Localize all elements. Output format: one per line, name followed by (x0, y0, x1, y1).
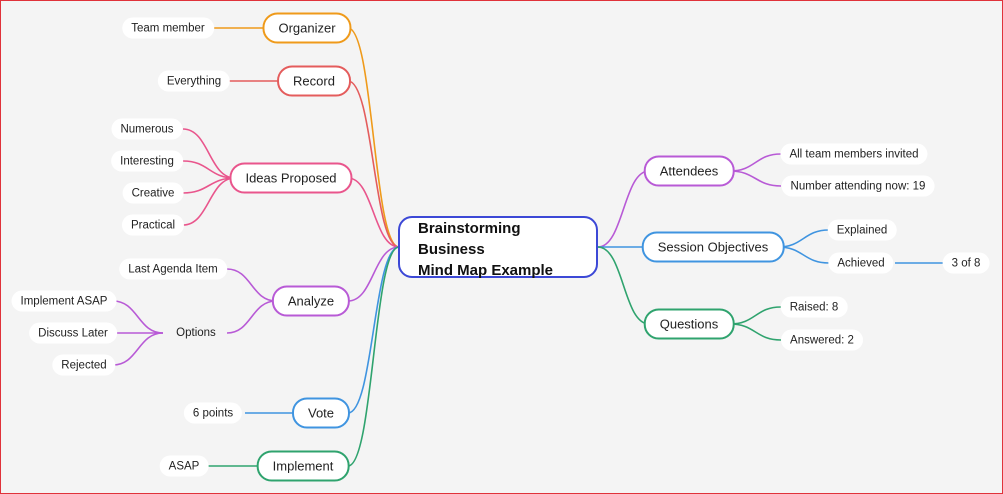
leaf-number-attending[interactable]: Number attending now: 19 (781, 175, 935, 197)
sub-branch-options[interactable]: Options (176, 327, 216, 339)
leaf-6-points[interactable]: 6 points (183, 402, 243, 424)
branch-analyze[interactable]: Analyze (271, 285, 351, 317)
edge-central-ideas (347, 177, 400, 248)
leaf-asap[interactable]: ASAP (159, 455, 209, 477)
branch-record[interactable]: Record (277, 65, 351, 97)
leaf-practical[interactable]: Practical (121, 214, 185, 236)
edge-attendees-attending (729, 170, 782, 187)
leaf-achieved[interactable]: Achieved (828, 252, 894, 274)
central-topic-line-1: Brainstorming Business (418, 220, 521, 258)
leaf-rejected[interactable]: Rejected (52, 354, 116, 376)
leaf-answered[interactable]: Answered: 2 (781, 329, 863, 351)
leaf-last-agenda-item[interactable]: Last Agenda Item (119, 258, 227, 280)
edge-ideas-practical (182, 177, 236, 226)
central-topic[interactable]: Brainstorming Business Mind Map Example (398, 216, 598, 279)
leaf-interesting[interactable]: Interesting (111, 150, 183, 172)
leaf-everything[interactable]: Everything (157, 70, 231, 92)
leaf-raised[interactable]: Raised: 8 (780, 296, 848, 318)
leaf-team-member[interactable]: Team member (122, 17, 214, 39)
leaf-implement-asap[interactable]: Implement ASAP (11, 290, 117, 312)
leaf-numerous[interactable]: Numerous (111, 118, 183, 140)
edge-options-rejected (112, 332, 164, 366)
edge-options-implement-asap (112, 300, 164, 334)
edge-central-record (347, 80, 400, 248)
edge-central-implement (347, 246, 400, 467)
edge-analyze-last-agenda (226, 268, 277, 302)
leaf-discuss-later[interactable]: Discuss Later (29, 322, 117, 344)
edge-central-questions (597, 246, 650, 325)
leaf-explained[interactable]: Explained (827, 219, 897, 241)
leaf-3-of-8[interactable]: 3 of 8 (942, 252, 990, 274)
edge-analyze-options (226, 300, 277, 334)
leaf-creative[interactable]: Creative (122, 182, 184, 204)
leaf-all-team-members-invited[interactable]: All team members invited (780, 143, 928, 165)
edge-objectives-explained (777, 229, 830, 248)
edge-central-organizer (347, 27, 400, 248)
branch-ideas-proposed[interactable]: Ideas Proposed (229, 162, 353, 194)
branch-questions[interactable]: Questions (643, 308, 735, 340)
branch-attendees[interactable]: Attendees (643, 155, 735, 187)
branch-organizer[interactable]: Organizer (262, 12, 352, 44)
branch-implement[interactable]: Implement (256, 450, 350, 482)
edge-attendees-invited (729, 153, 782, 172)
edge-central-analyze (347, 246, 400, 302)
edge-objectives-achieved (777, 246, 830, 264)
branch-session-objectives[interactable]: Session Objectives (641, 231, 785, 263)
edge-central-attendees (597, 170, 650, 248)
edge-ideas-interesting (182, 160, 236, 179)
edge-central-vote (347, 246, 400, 414)
edge-questions-raised (729, 306, 782, 325)
branch-vote[interactable]: Vote (291, 397, 351, 429)
central-topic-line-2: Mind Map Example (418, 262, 554, 279)
edge-ideas-numerous (182, 128, 236, 179)
edge-questions-answered (729, 323, 782, 341)
